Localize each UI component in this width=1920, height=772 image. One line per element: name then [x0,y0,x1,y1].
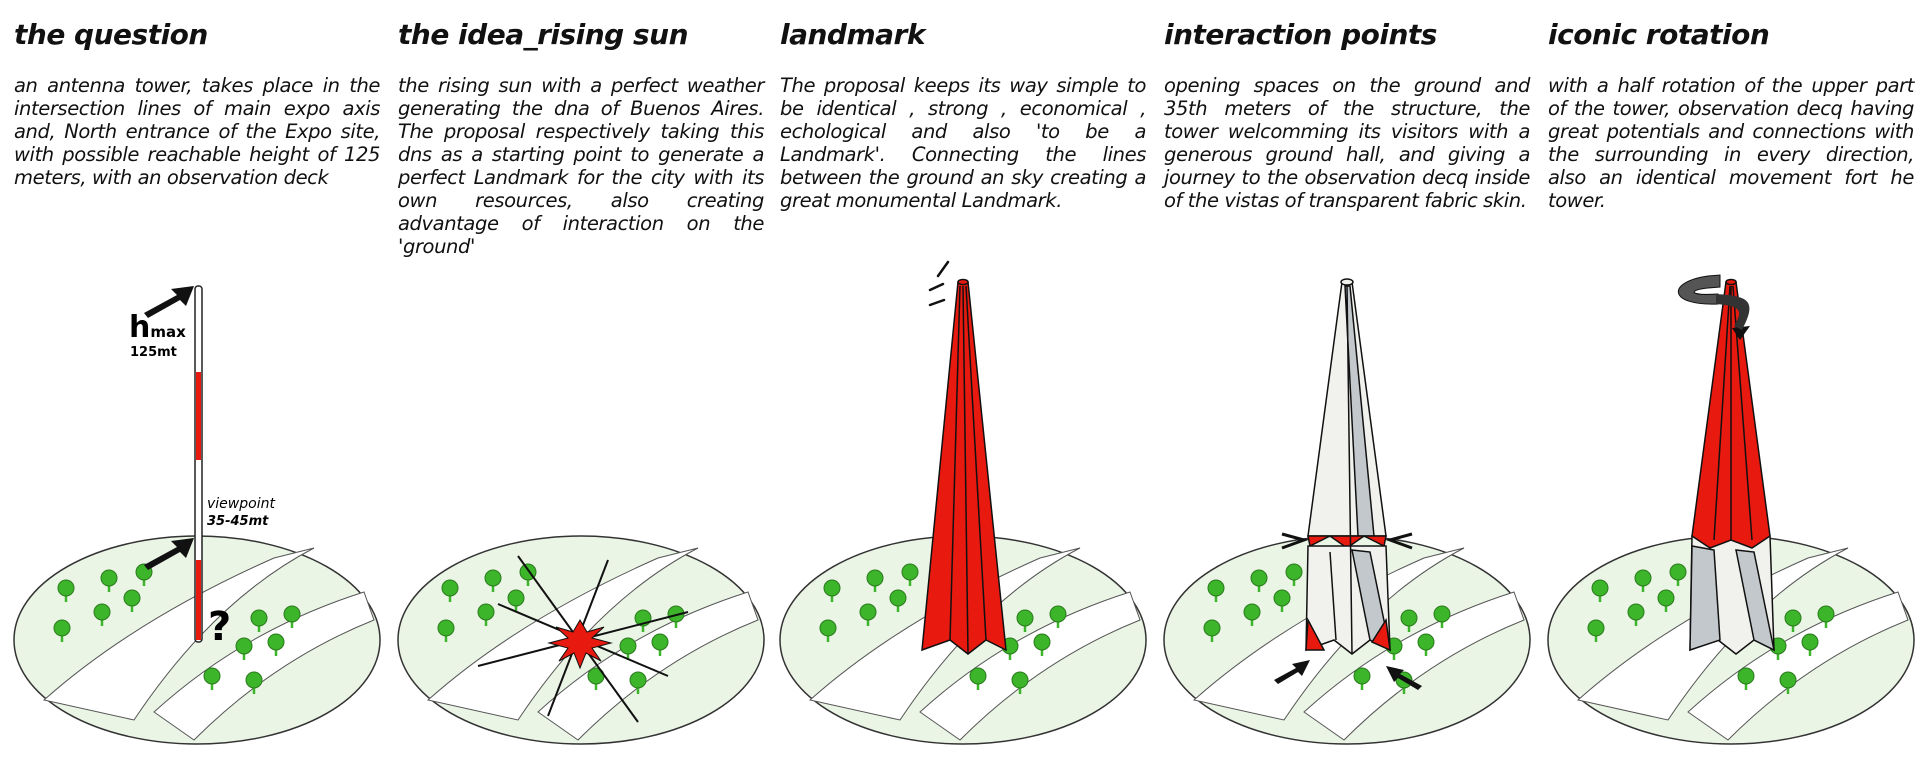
tree-icon [819,619,837,642]
tree-icon [100,569,118,592]
tree-icon [1801,633,1819,656]
tree-icon [1417,633,1435,656]
tree-icon [1353,667,1371,690]
tree-icon [619,637,637,660]
panel-interaction-points: interaction points opening spaces on the… [1163,0,1531,772]
height-label: hmax [129,310,186,345]
viewpoint-height: 35-45mt [207,514,269,529]
diagram-interaction-points [1163,278,1531,745]
diagram-iconic-rotation [1547,274,1915,745]
panel-description: with a half rotation of the upper part o… [1548,74,1914,212]
tree-icon [1587,619,1605,642]
tree-icon [889,589,907,612]
tree-icon [203,667,221,690]
tree-icon [1203,619,1221,642]
tree-icon [250,609,268,632]
tree-icon [57,579,75,602]
tree-icon [484,569,502,592]
tree-icon [507,589,525,612]
tree-icon [1817,605,1835,628]
rotated-tower [1689,278,1776,655]
panel-iconic-rotation: iconic rotation with a half rotation of … [1547,0,1915,772]
sun-star-icon [547,619,613,670]
chevron-right-icon [1281,532,1309,550]
tree-group [819,563,1067,694]
panel-title: landmark [780,18,925,51]
tree-group [437,563,685,694]
tree-icon [93,603,111,626]
tree-icon [441,579,459,602]
tree-icon [1657,589,1675,612]
shine-lines [928,260,950,307]
tree-icon [1400,609,1418,632]
arrow-icon [1274,660,1310,684]
chevron-left-icon [1385,532,1413,550]
arrow-icon [1386,666,1422,690]
rotation-arrow-icon [1677,274,1750,340]
question-mark: ? [208,604,231,650]
panel-the-question: the question an antenna tower, takes pla… [13,0,381,772]
tree-icon [1250,569,1268,592]
tree-icon [283,605,301,628]
tree-icon [1285,563,1303,586]
arrow-icon [144,286,194,318]
panel-title: interaction points [1164,18,1437,51]
panel-the-idea: the idea_rising sun the rising sun with … [397,0,765,772]
tree-icon [245,671,263,694]
tree-icon [235,637,253,660]
tree-icon [1737,667,1755,690]
panel-title: iconic rotation [1548,18,1770,51]
fabric-tower [1305,278,1392,655]
tree-group [1587,563,1835,694]
tree-icon [1016,609,1034,632]
tree-icon [53,619,71,642]
tree-icon [901,563,919,586]
arrow-icon [144,538,194,570]
panel-description: The proposal keeps its way simple to be … [780,74,1146,212]
diagram-the-question: hmax 125mt viewpoint 35-45mt ? [13,285,381,745]
panel-landmark: landmark The proposal keeps its way simp… [779,0,1147,772]
panel-description: opening spaces on the ground and 35th me… [1164,74,1530,212]
tree-icon [1669,563,1687,586]
tree-icon [1634,569,1652,592]
tree-icon [1049,605,1067,628]
tree-icon [1627,603,1645,626]
tree-icon [1273,589,1291,612]
tree-icon [629,671,647,694]
tree-icon [866,569,884,592]
panel-description: the rising sun with a perfect weather ge… [398,74,764,258]
tree-icon [587,667,605,690]
antenna-mast [194,285,203,643]
tree-icon [823,579,841,602]
tree-group [53,563,301,694]
tree-icon [1433,605,1451,628]
tree-icon [1033,633,1051,656]
tree-icon [1243,603,1261,626]
tree-icon [123,589,141,612]
tree-icon [1779,671,1797,694]
tree-icon [1207,579,1225,602]
panel-title: the idea_rising sun [398,18,689,51]
diagram-rising-sun [397,535,765,745]
tree-icon [437,619,455,642]
tree-icon [477,603,495,626]
tree-icon [1591,579,1609,602]
panel-title: the question [14,18,208,51]
panel-description: an antenna tower, takes place in the int… [14,74,380,189]
landmark-tower [921,278,1007,655]
viewpoint-label: viewpoint [207,496,275,512]
tree-icon [969,667,987,690]
tree-group [1203,563,1451,694]
diagram-landmark [779,260,1147,745]
tree-icon [1784,609,1802,632]
tree-icon [267,633,285,656]
tree-icon [1011,671,1029,694]
tree-icon [859,603,877,626]
tree-icon [651,633,669,656]
height-value: 125mt [130,345,177,360]
